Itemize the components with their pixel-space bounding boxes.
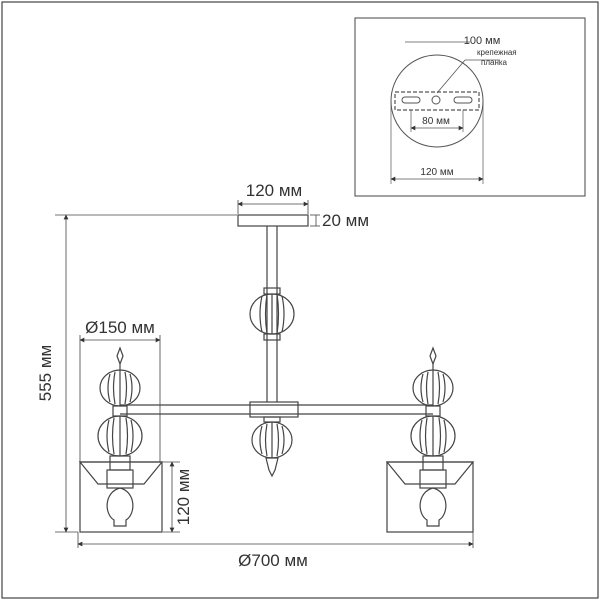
central-hub — [249, 401, 299, 418]
shade-diameter-label: Ø150 мм — [85, 318, 155, 337]
ceiling-canopy — [237, 214, 309, 227]
central-lower-bead — [251, 416, 293, 478]
inset-canopy-diameter-label: 120 мм — [420, 167, 453, 178]
right-lamp-assembly — [385, 346, 475, 533]
right-lamp-shade — [386, 461, 474, 533]
bracket-label-line2: планка — [481, 58, 508, 67]
bracket-center-hole — [431, 95, 441, 105]
right-shade-top — [385, 461, 475, 485]
canopy-circle — [390, 54, 484, 148]
total-width-label: Ø700 мм — [238, 551, 308, 570]
dimension-lines — [55, 200, 474, 548]
left-shade-top — [78, 461, 164, 485]
bracket-slot-right — [453, 96, 473, 104]
left-lamp-assembly — [78, 346, 164, 533]
left-bulb — [106, 487, 134, 527]
bracket-label-line1: крепежная — [477, 48, 517, 57]
shade-height-label: 120 мм — [174, 469, 193, 525]
chandelier — [78, 214, 475, 533]
canopy-height-label: 20 мм — [322, 211, 369, 230]
canopy-width-label: 120 мм — [246, 181, 302, 200]
bracket-length-label: 100 мм — [464, 35, 501, 47]
mounting-detail-inset: 100 мм крепежная планка 80 мм 120 мм — [354, 17, 586, 197]
right-bulb — [419, 487, 447, 527]
total-height-label: 555 мм — [36, 345, 55, 401]
mounting-bracket — [394, 91, 480, 111]
left-lamp-shade — [79, 461, 163, 533]
central-upper-bead — [249, 287, 295, 341]
bracket-slot-left — [401, 96, 421, 104]
hole-spacing-label: 80 мм — [422, 116, 450, 127]
